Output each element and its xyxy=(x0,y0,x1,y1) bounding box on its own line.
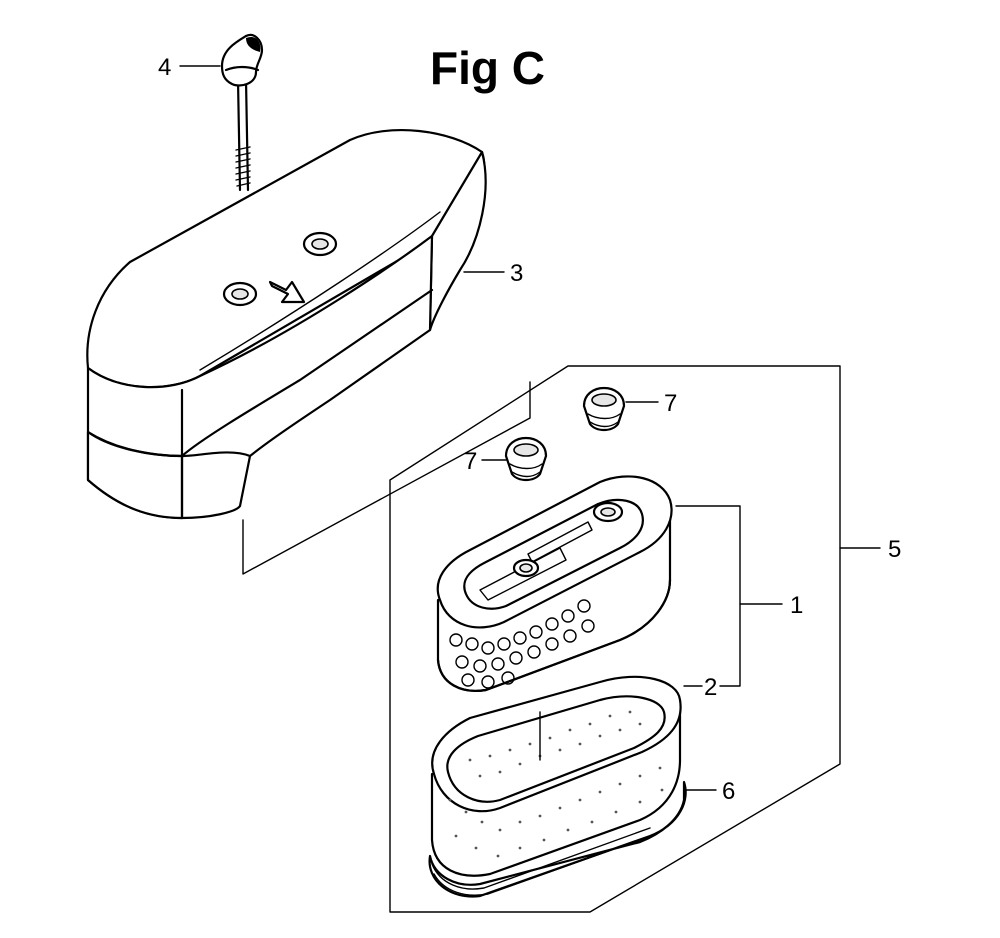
callout-1: 1 xyxy=(790,592,803,619)
wing-bolt-part xyxy=(220,33,264,192)
gasket-ring-part xyxy=(428,780,687,898)
paper-filter-element-part xyxy=(436,475,673,692)
callout-6: 6 xyxy=(722,778,735,805)
grommet-part-lower xyxy=(504,436,548,482)
cover-alignment-line xyxy=(242,381,531,575)
air-cleaner-cover-part xyxy=(86,129,487,520)
callout-7a: 7 xyxy=(664,390,677,417)
assembly-bracket xyxy=(389,365,841,913)
callout-4: 4 xyxy=(158,54,171,81)
grommet-part-upper xyxy=(582,386,626,432)
leader-bracket-1-2 xyxy=(675,505,741,687)
callout-3: 3 xyxy=(510,260,523,287)
figure-title: Fig C xyxy=(430,42,545,94)
callout-7b: 7 xyxy=(464,448,477,475)
callout-2: 2 xyxy=(704,674,717,701)
foam-prefilter-part xyxy=(430,675,682,877)
callout-5: 5 xyxy=(888,536,901,563)
